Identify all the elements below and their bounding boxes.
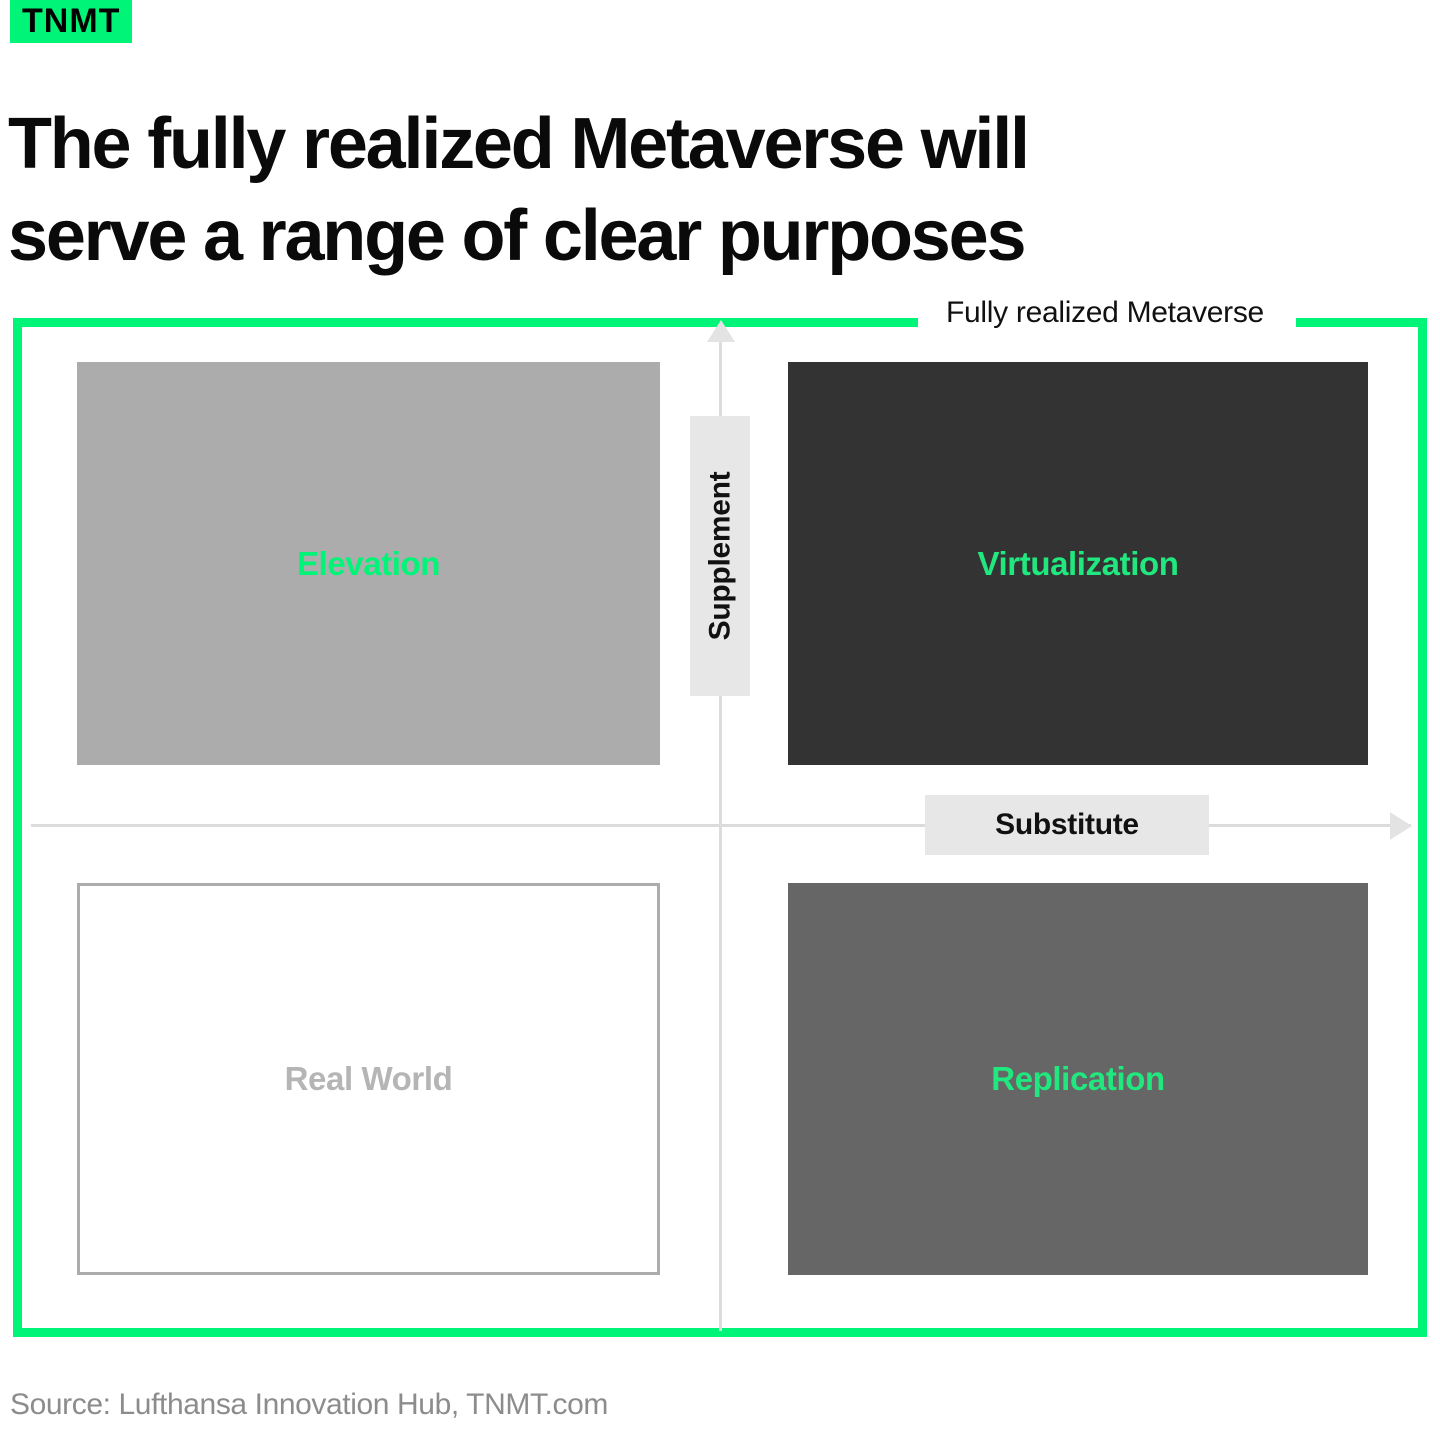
x-axis-label-substitute: Substitute	[925, 795, 1209, 855]
quadrant-virtualization: Virtualization	[788, 362, 1368, 765]
quadrant-real-world: Real World	[77, 883, 660, 1275]
metaverse-quadrant-chart: Fully realized Metaverse Elevation Virtu…	[13, 296, 1427, 1337]
tnmt-logo-text: TNMT	[22, 2, 121, 40]
frame-edge-top-right	[1296, 318, 1427, 327]
frame-edge-left	[13, 318, 22, 1337]
quadrant-label-replication: Replication	[991, 1060, 1165, 1097]
x-axis-line	[31, 824, 1411, 827]
quadrant-label-elevation: Elevation	[296, 544, 441, 582]
quadrant-label-real-world: Real World	[284, 1060, 453, 1097]
y-axis-line	[719, 340, 722, 1331]
arrow-right-icon	[1390, 812, 1412, 840]
quadrant-replication: Replication	[788, 883, 1368, 1275]
y-axis-label-text: Supplement	[703, 471, 736, 641]
quadrant-label-virtualization: Virtualization	[977, 544, 1179, 582]
x-axis-label-text: Substitute	[995, 808, 1139, 841]
frame-label-fully-realized-metaverse: Fully realized Metaverse	[938, 296, 1272, 330]
frame-edge-right	[1418, 318, 1427, 1337]
quadrant-elevation: Elevation	[77, 362, 660, 765]
arrow-up-icon	[707, 320, 735, 342]
frame-edge-top-left	[13, 318, 918, 327]
tnmt-logo: TNMT	[10, 0, 133, 43]
y-axis-label-supplement: Supplement	[690, 416, 750, 696]
page-title: The fully realized Metaverse will serve …	[8, 104, 1030, 277]
frame-edge-bottom	[13, 1328, 1427, 1337]
source-note: Source: Lufthansa Innovation Hub, TNMT.c…	[10, 1388, 608, 1421]
